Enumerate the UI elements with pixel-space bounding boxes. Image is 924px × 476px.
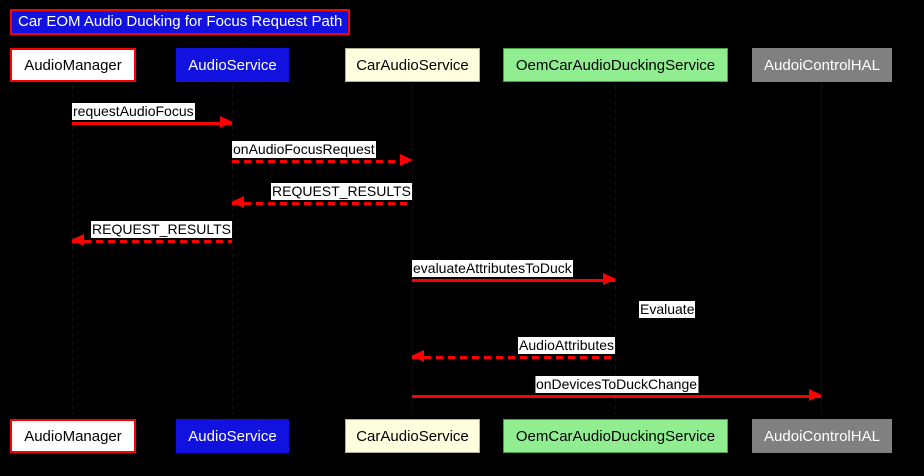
message-label: REQUEST_RESULTS bbox=[91, 221, 232, 238]
arrow-head-right-icon bbox=[603, 272, 616, 285]
participant-audioservice-bottom[interactable]: AudioService bbox=[176, 419, 289, 453]
message-line bbox=[72, 115, 233, 128]
participant-audoicontrolhal-bottom[interactable]: AudoiControlHAL bbox=[752, 419, 892, 453]
message-line bbox=[71, 233, 232, 246]
message-label: onDevicesToDuckChange bbox=[534, 376, 699, 393]
participant-caraudioservice-bottom[interactable]: CarAudioService bbox=[345, 419, 480, 453]
message-line bbox=[411, 349, 615, 362]
arrow-head-right-icon bbox=[220, 115, 233, 128]
note-evaluate: Evaluate bbox=[639, 301, 696, 318]
lifeline-audiomanager bbox=[72, 85, 73, 415]
message-ondevicestoduckchange[interactable]: onDevicesToDuckChange bbox=[412, 371, 822, 403]
message-label: requestAudioFocus bbox=[72, 103, 195, 120]
message-label: evaluateAttributesToDuck bbox=[412, 260, 573, 277]
participant-audiomanager-top[interactable]: AudioManager bbox=[10, 48, 136, 82]
arrow-head-right-icon bbox=[809, 388, 822, 401]
participant-audiomanager-bottom[interactable]: AudioManager bbox=[10, 419, 136, 453]
participant-oemcaraudioduckingservice-top[interactable]: OemCarAudioDuckingService bbox=[503, 48, 728, 82]
message-audioattributes[interactable]: AudioAttributes bbox=[411, 332, 615, 364]
message-evaluateattributestoduck[interactable]: evaluateAttributesToDuck bbox=[412, 255, 616, 287]
message-label: onAudioFocusRequest bbox=[232, 141, 376, 158]
lifeline-oemcaraudioduckingservice bbox=[615, 85, 616, 415]
message-label: AudioAttributes bbox=[518, 337, 615, 354]
message-line bbox=[232, 153, 413, 166]
message-request-results-2[interactable]: REQUEST_RESULTS bbox=[71, 216, 232, 248]
message-label: REQUEST_RESULTS bbox=[271, 183, 412, 200]
participant-audioservice-top[interactable]: AudioService bbox=[176, 48, 289, 82]
lifeline-caraudioservice bbox=[412, 85, 413, 415]
message-line bbox=[412, 388, 822, 401]
arrow-head-left-icon bbox=[231, 195, 244, 208]
message-line bbox=[412, 272, 616, 285]
lifeline-audioservice bbox=[232, 85, 233, 415]
diagram-title: Car EOM Audio Ducking for Focus Request … bbox=[10, 9, 350, 35]
participant-audoicontrolhal-top[interactable]: AudoiControlHAL bbox=[752, 48, 892, 82]
message-request-results-1[interactable]: REQUEST_RESULTS bbox=[231, 178, 412, 210]
message-onaudiofocusrequest[interactable]: onAudioFocusRequest bbox=[232, 136, 413, 168]
arrow-head-left-icon bbox=[411, 349, 424, 362]
message-line bbox=[231, 195, 412, 208]
lifeline-audoicontrolhal bbox=[821, 85, 822, 415]
arrow-head-right-icon bbox=[400, 153, 413, 166]
arrow-head-left-icon bbox=[71, 233, 84, 246]
message-requestaudiofocus[interactable]: requestAudioFocus bbox=[72, 98, 233, 130]
participant-caraudioservice-top[interactable]: CarAudioService bbox=[345, 48, 480, 82]
participant-oemcaraudioduckingservice-bottom[interactable]: OemCarAudioDuckingService bbox=[503, 419, 728, 453]
